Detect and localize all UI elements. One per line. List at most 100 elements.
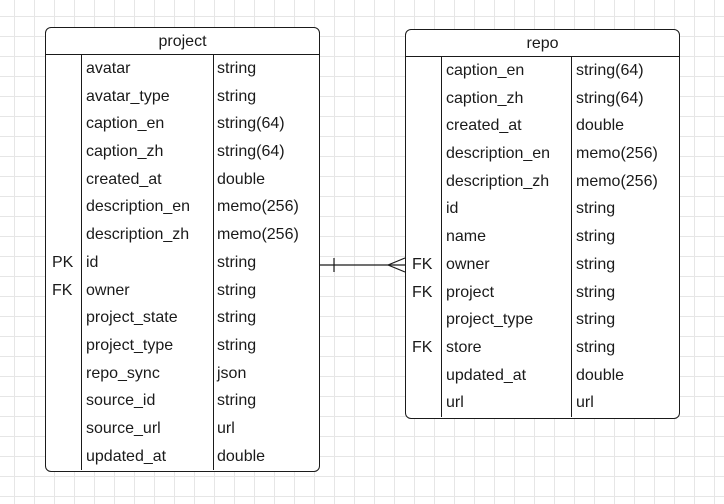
field-row[interactable]: caption_en string(64) (46, 110, 319, 138)
key-column-divider (46, 55, 82, 471)
field-key: FK (412, 338, 433, 356)
field-type: string (576, 311, 616, 329)
field-row[interactable]: caption_zh string(64) (46, 138, 319, 166)
field-row[interactable]: FK owner string (46, 277, 319, 305)
field-type: double (217, 170, 266, 188)
field-name: caption_en (86, 115, 165, 133)
field-key: PK (52, 253, 74, 271)
field-row[interactable]: source_url url (46, 415, 319, 443)
field-type: string (576, 228, 616, 246)
field-row[interactable]: description_zh memo(256) (46, 221, 319, 249)
field-name: caption_zh (86, 143, 164, 161)
field-name: url (446, 394, 464, 412)
field-type: string (576, 338, 616, 356)
crow-foot-lower (387, 264, 406, 273)
field-type: string (217, 336, 257, 354)
field-row[interactable]: project_type string (46, 332, 319, 360)
field-row[interactable]: caption_en string(64) (406, 57, 679, 85)
field-row[interactable]: FK owner string (406, 251, 679, 279)
field-name: owner (86, 281, 130, 299)
field-type: string (576, 255, 616, 273)
field-type: double (576, 117, 625, 135)
field-type: string (217, 309, 257, 327)
field-name: created_at (86, 170, 162, 188)
field-row[interactable]: url url (406, 389, 679, 417)
field-name: caption_zh (446, 89, 524, 107)
field-type: string (217, 392, 257, 410)
field-row[interactable]: avatar_type string (46, 83, 319, 111)
field-name: created_at (446, 117, 522, 135)
field-row[interactable]: PK id string (46, 249, 319, 277)
field-type: string (217, 87, 257, 105)
field-type: string (217, 281, 257, 299)
field-type: url (576, 394, 594, 412)
entity-project-title: project (46, 28, 319, 55)
field-type: string(64) (217, 115, 285, 133)
field-name: description_zh (86, 226, 190, 244)
field-type: double (576, 366, 625, 384)
field-row[interactable]: description_en memo(256) (406, 140, 679, 168)
field-row[interactable]: caption_zh string(64) (406, 85, 679, 113)
field-type: json (217, 364, 247, 382)
field-name: description_zh (446, 172, 550, 190)
field-name: source_id (86, 392, 156, 410)
field-type: string (217, 253, 257, 271)
field-type: memo(256) (576, 172, 658, 190)
field-row[interactable]: project_state string (46, 304, 319, 332)
field-key: FK (412, 283, 433, 301)
field-type: string(64) (576, 89, 644, 107)
field-name: store (446, 338, 482, 356)
field-name: avatar_type (86, 87, 170, 105)
field-key: FK (412, 255, 433, 273)
field-name: avatar (86, 60, 131, 77)
field-row[interactable]: project_type string (406, 306, 679, 334)
field-name: source_url (86, 419, 161, 437)
type-column-divider (571, 57, 572, 417)
field-row[interactable]: description_en memo(256) (46, 193, 319, 221)
field-row[interactable]: repo_sync json (46, 360, 319, 388)
field-name: description_en (446, 145, 551, 163)
field-name: updated_at (446, 366, 527, 384)
field-key: FK (52, 281, 73, 299)
field-row[interactable]: name string (406, 223, 679, 251)
field-type: memo(256) (576, 145, 658, 163)
field-type: string(64) (576, 62, 644, 79)
field-row[interactable]: created_at double (46, 166, 319, 194)
field-name: project_type (86, 336, 174, 354)
field-name: id (86, 253, 99, 271)
crow-foot-upper (387, 257, 406, 266)
field-type: memo(256) (217, 226, 299, 244)
field-type: memo(256) (217, 198, 299, 216)
field-row[interactable]: updated_at double (406, 362, 679, 390)
entity-repo-fields: caption_en string(64) caption_zh string(64)… (406, 57, 679, 417)
field-type: string(64) (217, 143, 285, 161)
field-name: owner (446, 255, 490, 273)
field-name: updated_at (86, 447, 167, 465)
field-row[interactable]: source_id string (46, 387, 319, 415)
field-type: string (576, 283, 616, 301)
field-type: string (217, 60, 257, 77)
field-name: name (446, 228, 487, 246)
entity-repo-title: repo (406, 30, 679, 57)
field-name: project (446, 283, 495, 301)
field-row[interactable]: FK project string (406, 279, 679, 307)
field-type: url (217, 419, 235, 437)
field-row[interactable]: FK store string (406, 334, 679, 362)
field-name: id (446, 200, 459, 218)
field-name: repo_sync (86, 364, 160, 382)
field-name: description_en (86, 198, 191, 216)
field-name: caption_en (446, 62, 525, 79)
type-column-divider (213, 55, 214, 471)
field-row[interactable]: created_at double (406, 112, 679, 140)
field-name: project_type (446, 311, 534, 329)
field-row[interactable]: id string (406, 195, 679, 223)
field-row[interactable]: avatar string (46, 55, 319, 83)
key-column-divider (406, 57, 442, 417)
field-name: project_state (86, 309, 178, 327)
field-row[interactable]: description_zh memo(256) (406, 168, 679, 196)
field-type: string (576, 200, 616, 218)
